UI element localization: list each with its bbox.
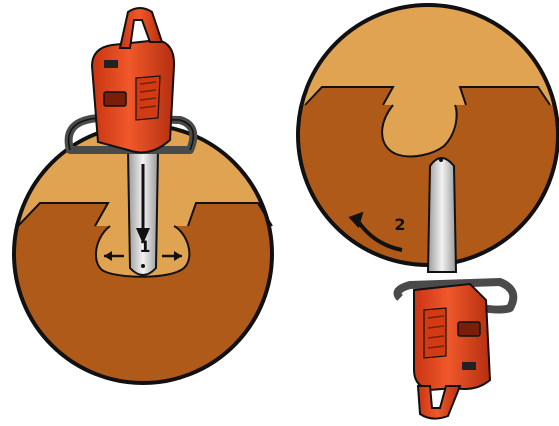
side-to-side-arrow-icon (104, 251, 182, 261)
chainsaw-icon (393, 157, 518, 420)
left-ledge (18, 203, 108, 226)
step-1-label: 1 (139, 237, 150, 256)
chainsaw-body (90, 38, 176, 154)
step-2-label: 2 (394, 215, 405, 234)
right-plunge-pocket (382, 105, 457, 157)
right-right-ledge (460, 87, 550, 105)
chainsaw-icon (64, 7, 198, 276)
left-panel: 1 (12, 7, 274, 385)
rotate-arrow-icon (348, 211, 403, 252)
chainsaw-bar (426, 157, 458, 273)
right-left-ledge (305, 87, 393, 105)
rear-handle (118, 7, 164, 49)
right-ledge (188, 203, 272, 226)
front-handle (393, 278, 518, 314)
right-panel: 2 (296, 3, 559, 420)
rear-handle (416, 385, 462, 420)
